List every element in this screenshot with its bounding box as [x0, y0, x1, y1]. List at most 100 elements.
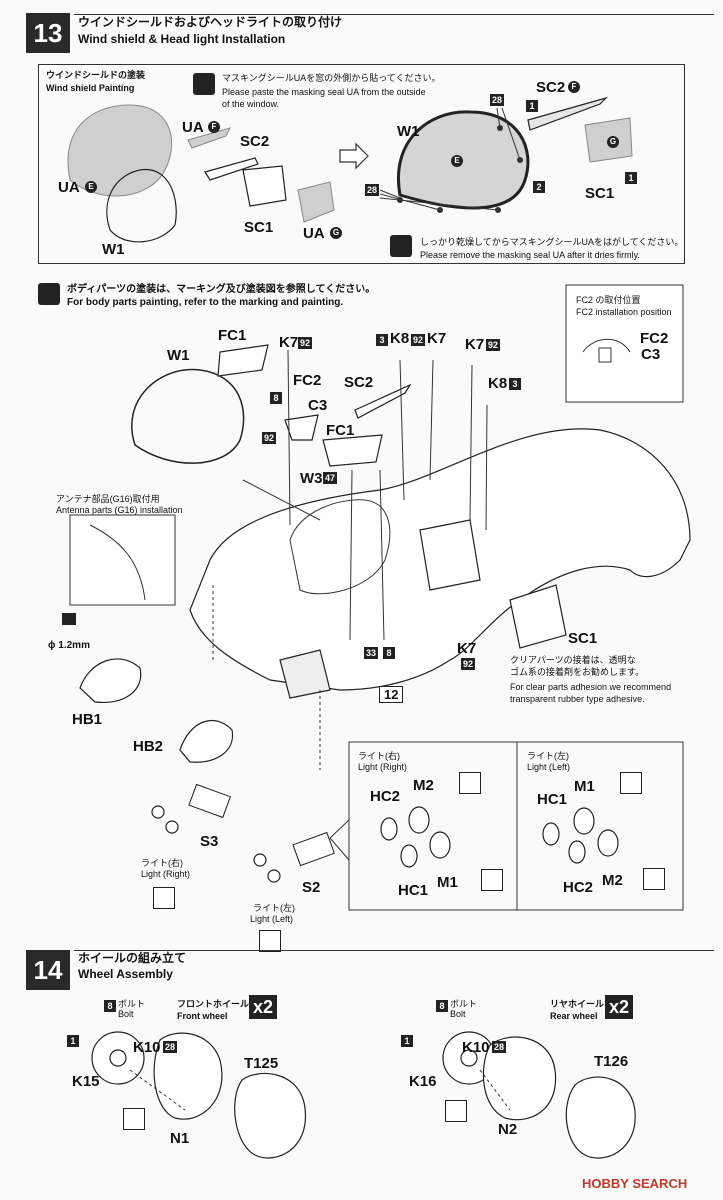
fc2-box-title-jp: FC2 の取付位置	[576, 295, 641, 305]
glue-icon	[153, 887, 175, 909]
masking-note-jp: マスキングシールUAを窓の外側から貼ってください。	[222, 73, 441, 83]
step-13-title-en: Wind shield & Head light Installation	[78, 32, 286, 46]
label-k15: K15	[72, 1073, 100, 1090]
paint-code-2: 2	[533, 181, 545, 193]
label-ua-f: UA	[182, 119, 204, 136]
label-k16: K16	[409, 1073, 437, 1090]
body-label-s3: S3	[200, 833, 219, 850]
color-f-circle: F	[568, 81, 580, 93]
light-label-m1: M1	[437, 874, 458, 891]
fc2-box-c3: C3	[641, 346, 661, 363]
paint-code: 1	[401, 1035, 413, 1047]
paint-brush-icon	[390, 235, 412, 257]
clear-note-jp-1: クリアパーツの接着は、透明な	[510, 655, 636, 665]
paint-code: 92	[461, 658, 475, 670]
masking-note-en-2: of the window.	[222, 99, 280, 109]
color-g-circle: G	[607, 136, 619, 148]
fc2-box-fc2: FC2	[640, 330, 669, 347]
light-box-left-en: Light (Left)	[527, 762, 571, 772]
label-sc1: SC1	[244, 219, 274, 236]
label-w1: W1	[102, 241, 125, 258]
front-wheel-jp: フロントホイール	[177, 999, 250, 1009]
step-ref-12: 12	[379, 686, 404, 703]
fc2-box-title-en: FC2 installation position	[576, 307, 672, 317]
color-g-circle: G	[330, 227, 342, 239]
body-label-k7-c: K7	[465, 336, 485, 353]
paint-code: 28	[163, 1041, 177, 1053]
label-t126: T126	[594, 1053, 629, 1070]
paint-code: 8	[270, 392, 282, 404]
light-box-right-en: Light (Right)	[358, 762, 408, 772]
label-w1-painted: W1	[397, 123, 420, 140]
body-label-k8-b: K8	[488, 375, 508, 392]
light-label-hc1-left: HC1	[537, 791, 568, 808]
paint-code: 8	[383, 647, 395, 659]
glue-icon	[481, 869, 503, 891]
glue-icon	[259, 930, 281, 952]
color-e-circle: E	[85, 181, 97, 193]
bolt-label-en: Bolt	[450, 1009, 466, 1019]
light-label-m2-left: M2	[602, 872, 623, 889]
body-label-fc1-top: FC1	[218, 327, 247, 344]
body-label-fc2: FC2	[293, 372, 322, 389]
body-label-s2: S2	[302, 879, 321, 896]
remove-masking-note-en: Please remove the masking seal UA after …	[420, 250, 640, 260]
paint-code-1: 1	[625, 172, 637, 184]
label-t125: T125	[244, 1055, 279, 1072]
paint-code: 28	[492, 1041, 506, 1053]
body-label-fc1: FC1	[326, 422, 355, 439]
paint-code: 8	[436, 1000, 448, 1012]
paint-code-28: 28	[490, 94, 504, 106]
light-label-hc2-left: HC2	[563, 879, 594, 896]
body-paint-note-en: For body parts painting, refer to the ma…	[67, 297, 344, 308]
body-label-k7-a: K7	[279, 334, 299, 351]
label-n1: N1	[170, 1130, 190, 1147]
body-label-w1: W1	[167, 347, 190, 364]
drill-size: ϕ 1.2mm	[48, 640, 90, 651]
light-label-hc2: HC2	[370, 788, 401, 805]
glue-icon	[445, 1100, 467, 1122]
windshield-painting-title-jp: ウインドシールドの塗装	[46, 70, 146, 80]
clear-note-en-1: For clear parts adhesion we recommend	[510, 682, 672, 692]
step-14-title-en: Wheel Assembly	[78, 967, 173, 981]
label-k10: K10	[462, 1039, 490, 1056]
label-k10: K10	[133, 1039, 161, 1056]
remove-masking-note-jp: しっかり乾燥してからマスキングシールUAをはがしてください。	[420, 237, 684, 247]
hobby-search-watermark: HOBBY SEARCH	[582, 1176, 688, 1191]
label-ua: UA	[58, 179, 80, 196]
light-label-m2: M2	[413, 777, 434, 794]
label-sc2-right: SC2	[536, 79, 566, 96]
light-box-left-jp: ライト(左)	[527, 751, 569, 761]
body-label-k8-a: K8	[390, 330, 410, 347]
body-label-w3: W3	[300, 470, 323, 487]
label-n2: N2	[498, 1121, 518, 1138]
light-right-en: Light (Right)	[141, 869, 191, 879]
glue-icon	[459, 772, 481, 794]
windshield-painting-panel	[38, 64, 685, 264]
step-13-number: 13	[26, 13, 70, 53]
step-13-title-jp: ウインドシールドおよびヘッドライトの取り付け	[78, 15, 343, 29]
quantity-x2: x2	[249, 995, 277, 1019]
bolt-label-jp: ボルト	[450, 999, 478, 1009]
glue-icon	[643, 868, 665, 890]
paint-brush-icon	[38, 283, 60, 305]
light-left-en: Light (Left)	[250, 914, 294, 924]
label-sc2: SC2	[240, 133, 270, 150]
light-box-right-jp: ライト(右)	[358, 751, 400, 761]
paint-code: 92	[298, 337, 312, 349]
paint-code: 92	[486, 339, 500, 351]
body-label-hb1: HB1	[72, 711, 103, 728]
paint-brush-icon	[193, 73, 215, 95]
rear-wheel-en: Rear wheel	[550, 1011, 598, 1021]
paint-code: 92	[262, 432, 276, 444]
paint-code: 3	[376, 334, 388, 346]
paint-code: 3	[509, 378, 521, 390]
body-paint-note-jp: ボディパーツの塗装は、マーキング及び塗装図を参照してください。	[67, 284, 376, 295]
body-label-sc2: SC2	[344, 374, 374, 391]
light-right-jp: ライト(右)	[141, 858, 183, 868]
bolt-label-jp: ボルト	[118, 999, 146, 1009]
quantity-x2: x2	[605, 995, 633, 1019]
windshield-painting-title-en: Wind shield Painting	[46, 83, 135, 93]
color-e-circle: E	[451, 155, 463, 167]
